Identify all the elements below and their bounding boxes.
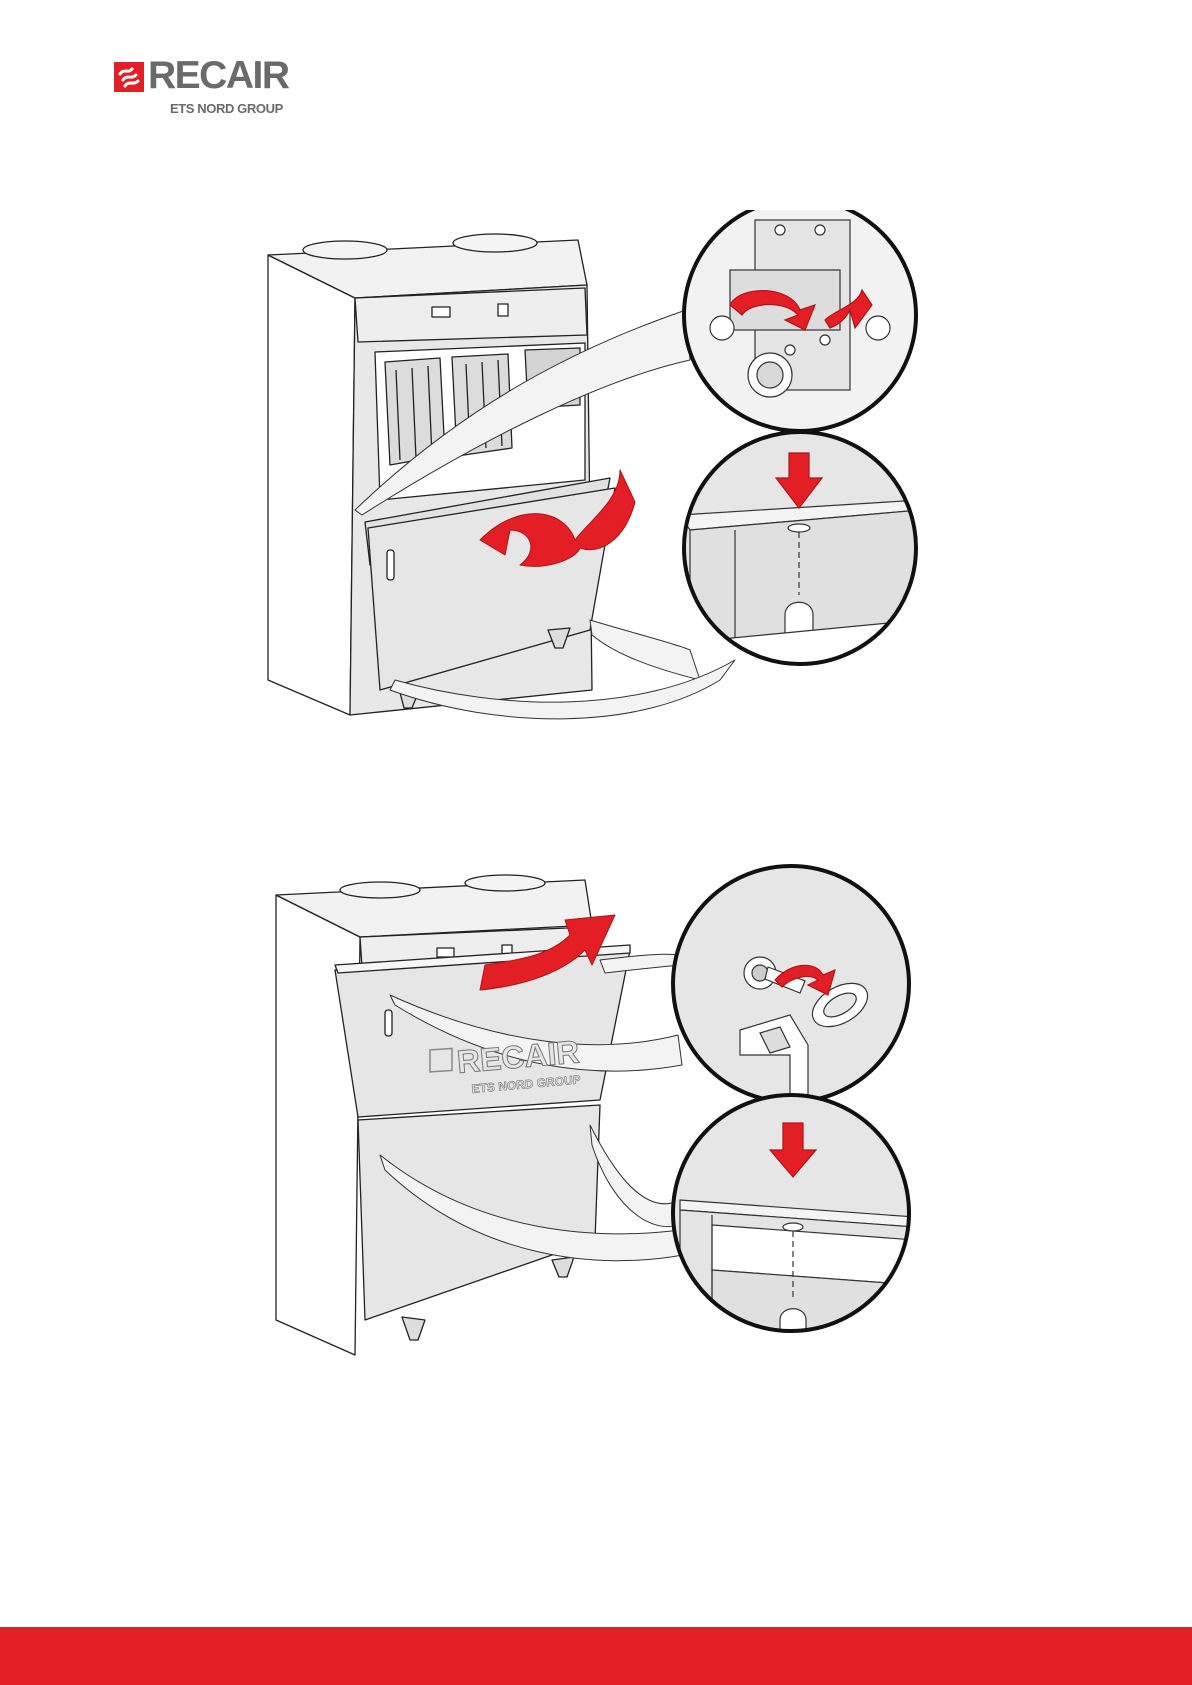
key-lock-detail: [673, 866, 909, 1115]
figure-closed-door: RECAIR ETS NORD GROUP: [0, 855, 1192, 1375]
figure-open-door: [0, 210, 1192, 740]
footer-bar: [0, 1627, 1192, 1685]
brand-name: RECAIR: [148, 56, 289, 96]
pin-alignment-detail-2: [673, 1095, 915, 1335]
recair-logo-icon: [114, 62, 144, 92]
unit-open-door-illustration: [0, 210, 1192, 740]
pin-alignment-detail-1: [680, 432, 920, 680]
brand-logo: RECAIR ETS NORD GROUP: [114, 58, 304, 118]
hinge-latch-detail: [684, 210, 916, 431]
brand-subtitle: ETS NORD GROUP: [170, 101, 283, 116]
unit-closed-door-illustration: RECAIR ETS NORD GROUP: [0, 855, 1192, 1375]
